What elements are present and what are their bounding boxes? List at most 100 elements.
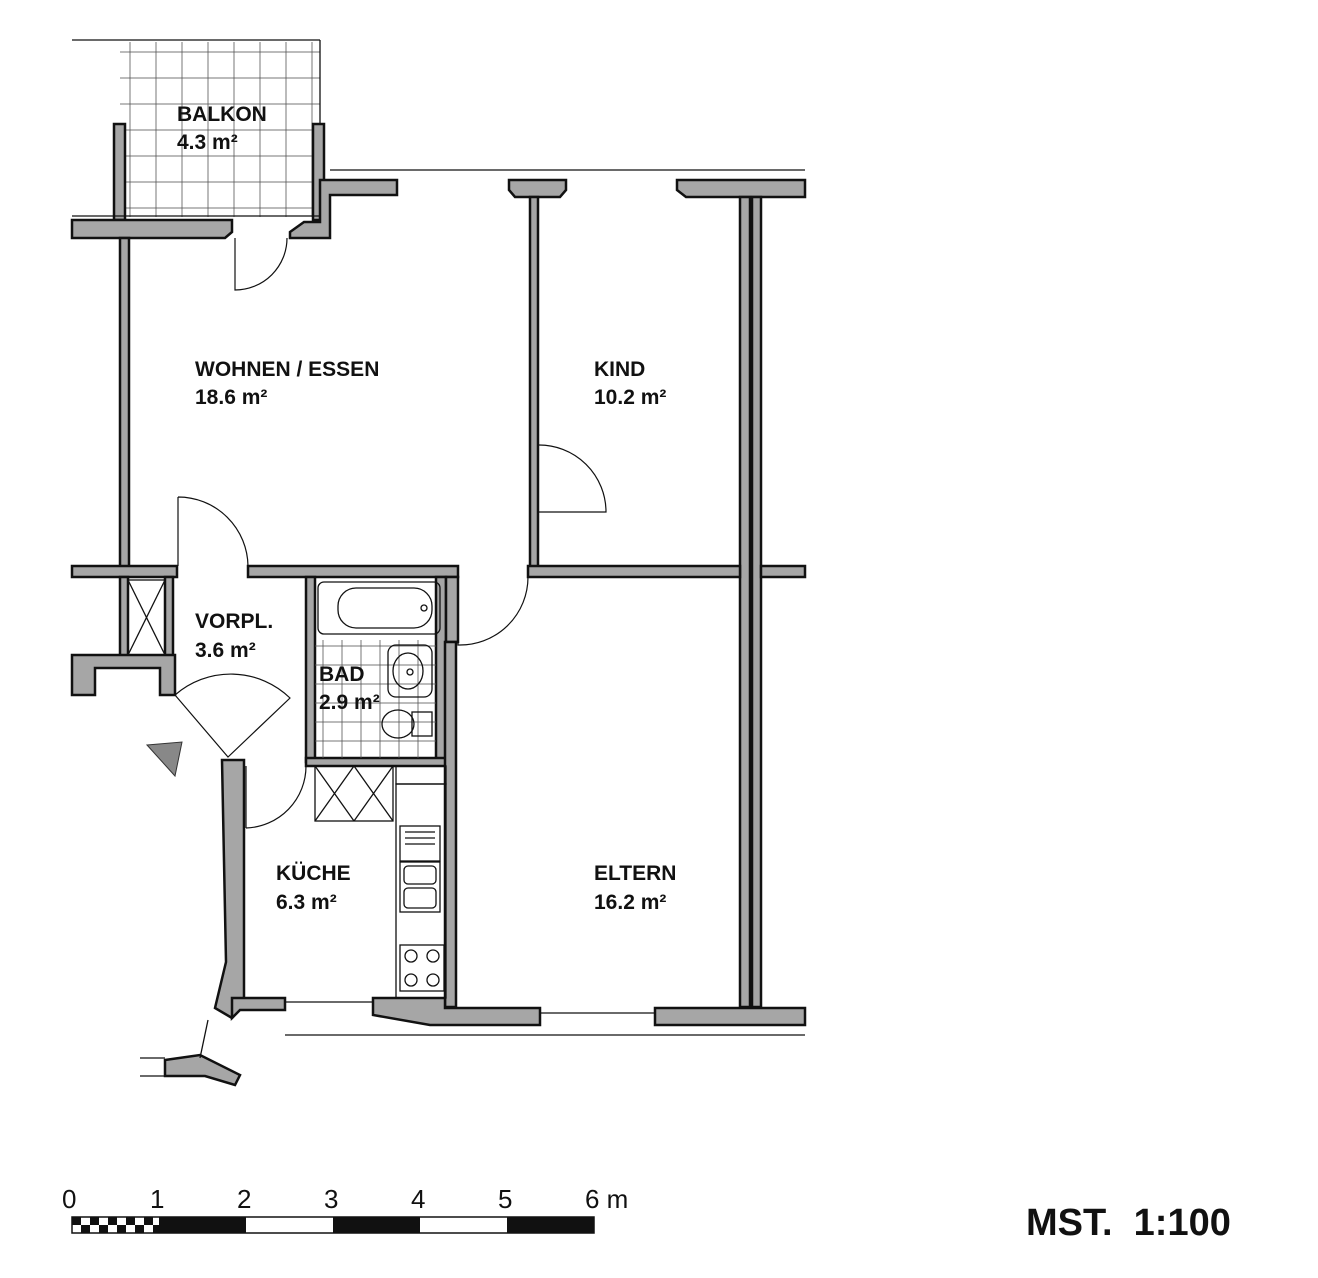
wall-bottom-center — [371, 996, 542, 1027]
scale-sub-8 — [135, 1225, 144, 1233]
room-area-wohnen: 18.6 m² — [195, 386, 267, 409]
door-balcony — [234, 237, 288, 291]
room-name-eltern: ELTERN — [594, 862, 676, 885]
shaft — [395, 765, 447, 785]
scale-sub-7 — [126, 1217, 135, 1225]
scale-label-0: 0 — [62, 1184, 76, 1214]
stove-icon — [399, 944, 445, 992]
burner-4 — [426, 973, 440, 987]
scale-sub-2 — [81, 1225, 90, 1233]
scale-label-5: 5 — [498, 1184, 512, 1214]
scale-label-1: 1 — [150, 1184, 164, 1214]
entrance-arrow-icon — [145, 741, 183, 778]
doors — [145, 237, 607, 829]
pantry-cross-b — [314, 765, 355, 822]
wall-bottom-left — [230, 996, 287, 1022]
room-name-kueche: KÜCHE — [276, 862, 351, 885]
bathroom-fixtures — [315, 581, 441, 758]
kitchen-fixtures — [314, 765, 447, 999]
scale-sub-1 — [72, 1217, 81, 1225]
room-area-balkon: 4.3 m² — [177, 131, 238, 154]
scale-label-2: 2 — [237, 1184, 251, 1214]
room-area-eltern: 16.2 m² — [594, 891, 666, 914]
room-name-wohnen: WOHNEN / ESSEN — [195, 358, 379, 381]
burner-2 — [426, 949, 440, 963]
pantry — [314, 765, 394, 822]
door-eltern — [457, 576, 529, 646]
wall-closet-left — [118, 575, 130, 659]
sink-basin — [392, 652, 424, 690]
scale-label-3: 3 — [324, 1184, 338, 1214]
scale-label-4: 4 — [411, 1184, 425, 1214]
scale-sub-5 — [108, 1217, 117, 1225]
room-name-balkon: BALKON — [177, 103, 267, 126]
sink-bowl-1 — [403, 865, 437, 885]
scale-label-6: 6 m — [585, 1184, 628, 1214]
entrance-glass — [199, 1019, 209, 1059]
wall-mid-kind-eltern — [526, 564, 742, 579]
room-name-vorpl: VORPL. — [195, 610, 273, 633]
door-living — [177, 496, 249, 567]
scale-sub-3 — [90, 1217, 99, 1225]
wall-bath-bottom — [304, 756, 448, 768]
door-entrance — [174, 673, 291, 758]
kitchen-sink-icon — [399, 861, 441, 913]
wall-closet-right — [163, 575, 175, 659]
scale-sub-9 — [144, 1217, 153, 1225]
wall-top-balcony-right — [288, 178, 399, 240]
sink-icon — [387, 644, 433, 698]
room-area-kueche: 6.3 m² — [276, 891, 337, 914]
pantry-cross-d — [353, 765, 394, 822]
room-area-bad: 2.9 m² — [319, 691, 380, 714]
room-name-kind: KIND — [594, 358, 645, 381]
wall-right-inner — [738, 195, 752, 1009]
scale-sub-10 — [153, 1225, 159, 1233]
wall-entry-block — [70, 653, 177, 697]
wall-left-living — [118, 236, 131, 570]
scale-sub-4 — [99, 1225, 108, 1233]
sink-bowl-2 — [403, 887, 437, 909]
burner-3 — [404, 973, 418, 987]
toilet-tank — [411, 711, 433, 737]
walls — [70, 169, 807, 1087]
balcony-wall-right — [311, 122, 326, 222]
room-area-kind: 10.2 m² — [594, 386, 666, 409]
room-area-vorpl: 3.6 m² — [195, 639, 256, 662]
wall-kitchen-left — [213, 758, 246, 1020]
bathtub-icon — [317, 581, 441, 635]
wall-mid-left — [70, 564, 179, 579]
wall-top-left — [70, 218, 234, 240]
balcony-tiles — [120, 42, 320, 217]
bathtub-drain — [420, 604, 428, 612]
scale-bar: 0 1 2 3 4 5 6 m — [62, 1184, 628, 1234]
wall-bottom-right — [653, 1006, 807, 1027]
burner-1 — [404, 949, 418, 963]
wall-entrance-stub — [163, 1053, 242, 1087]
drainboard-icon — [399, 825, 441, 862]
balcony — [72, 39, 326, 222]
door-kind — [537, 444, 607, 513]
bathtub-basin — [337, 587, 433, 629]
closet-cross-b — [127, 579, 166, 656]
wall-bath-right-outer — [444, 575, 460, 644]
scale-sub-6 — [117, 1225, 126, 1233]
wall-mid-right — [759, 564, 807, 579]
scale-seg-1-2 — [159, 1217, 246, 1233]
wall-mid-center — [246, 564, 460, 579]
room-name-bad: BAD — [319, 663, 365, 686]
wall-top-pier — [507, 178, 568, 199]
scale-ratio-text: MST. 1:100 — [1026, 1202, 1231, 1244]
wall-right-outer — [750, 195, 763, 1009]
room-labels: BALKON 4.3 m² WOHNEN / ESSEN 18.6 m² KIN… — [177, 103, 676, 914]
scale-seg-3-4 — [333, 1217, 420, 1233]
counter — [395, 783, 447, 999]
wall-bath-left — [304, 575, 317, 764]
sink-drain — [406, 668, 414, 676]
balcony-wall-left — [112, 122, 127, 222]
toilet-icon — [381, 709, 415, 739]
door-kitchen — [245, 765, 307, 829]
bath-tiles — [315, 640, 436, 758]
wall-top-right — [675, 178, 807, 199]
wall-living-kind — [528, 195, 540, 569]
